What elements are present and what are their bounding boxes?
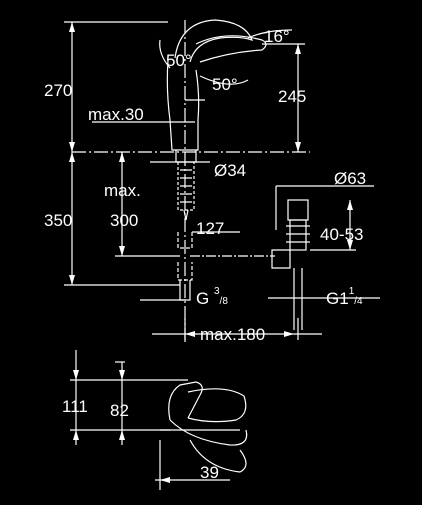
thread-g38-den: 8 [222, 296, 228, 307]
dim-spout-height-245: 245 [278, 87, 307, 106]
dim-350: 350 [44, 211, 73, 230]
drain-assembly [271, 199, 310, 330]
dim-max30: max.30 [88, 105, 144, 124]
dim-thread-g114: G11/4 [326, 286, 363, 308]
dim-39: 39 [200, 463, 219, 482]
side-view-faucet [160, 381, 248, 473]
dim-max180: max.180 [200, 325, 266, 344]
dim-height-270: 270 [44, 81, 73, 100]
dim-127: 127 [196, 219, 225, 238]
thread-g114-den: 4 [357, 296, 363, 307]
dimension-arrowheads [69, 22, 353, 483]
threaded-shank [177, 162, 195, 221]
dim-40-53: 40-53 [320, 225, 364, 244]
thread-g114-prefix: G1 [326, 289, 349, 308]
dim-diameter-63: Ø63 [334, 169, 367, 188]
dim-82: 82 [110, 401, 129, 420]
thread-g38-num: 3 [213, 286, 220, 297]
dim-angle-50-right: 50° [212, 75, 238, 94]
dim-300: 300 [110, 211, 139, 230]
thread-g38-prefix: G [196, 289, 210, 308]
dim-max: max. [104, 181, 141, 200]
dim-thread-g38: G 3/8 [196, 286, 228, 308]
thread-g114-num: 1 [348, 286, 355, 297]
dim-angle-50-left: 50° [166, 51, 192, 70]
dim-diameter-34: Ø34 [214, 161, 247, 180]
dim-111: 111 [62, 397, 88, 416]
dim-angle-16: 16° [264, 27, 290, 46]
